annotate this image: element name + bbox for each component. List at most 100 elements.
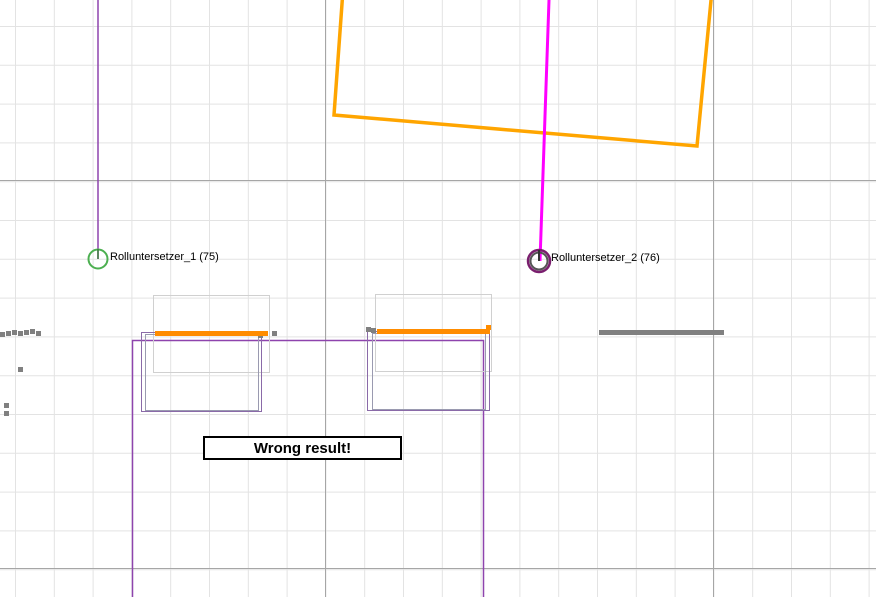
detected-point <box>219 331 224 336</box>
detected-point <box>417 329 422 334</box>
detected-point <box>433 329 438 334</box>
scan-point <box>599 330 604 335</box>
detected-point <box>381 329 386 334</box>
scan-point <box>671 330 676 335</box>
detected-point <box>195 331 200 336</box>
scan-point <box>647 330 652 335</box>
detected-point <box>449 329 454 334</box>
scan-point <box>18 331 23 336</box>
scan-point <box>643 330 648 335</box>
detected-point <box>421 329 426 334</box>
detected-point <box>155 331 160 336</box>
detected-points <box>155 325 491 336</box>
detected-point <box>469 329 474 334</box>
detected-point <box>485 329 490 334</box>
node-2-marker[interactable] <box>526 248 552 274</box>
detected-point <box>227 331 232 336</box>
detected-point <box>191 331 196 336</box>
detected-point <box>405 329 410 334</box>
scan-point <box>30 329 35 334</box>
scan-point <box>627 330 632 335</box>
scan-point <box>639 330 644 335</box>
detected-point <box>441 329 446 334</box>
detected-point <box>211 331 216 336</box>
detected-point <box>203 331 208 336</box>
detected-point <box>389 329 394 334</box>
node-1-marker[interactable] <box>87 248 109 270</box>
scan-point <box>371 328 376 333</box>
scan-point <box>615 330 620 335</box>
detected-point <box>263 331 268 336</box>
detected-point <box>401 329 406 334</box>
detected-point <box>235 331 240 336</box>
scan-point <box>687 330 692 335</box>
scan-point <box>635 330 640 335</box>
detected-point <box>159 331 164 336</box>
detected-point <box>171 331 176 336</box>
detected-point <box>465 329 470 334</box>
scan-point <box>0 332 5 337</box>
detected-point <box>473 329 478 334</box>
detected-point <box>215 331 220 336</box>
detected-point <box>183 331 188 336</box>
detected-point <box>393 329 398 334</box>
scan-point <box>679 330 684 335</box>
detected-point <box>207 331 212 336</box>
detected-point <box>175 331 180 336</box>
scan-point <box>6 331 11 336</box>
scan-point <box>703 330 708 335</box>
detected-point <box>179 331 184 336</box>
scan-point <box>603 330 608 335</box>
detected-point <box>223 331 228 336</box>
scan-point <box>366 327 371 332</box>
detected-point <box>397 329 402 334</box>
robot-frame <box>131 339 485 597</box>
detected-point <box>167 331 172 336</box>
detected-point <box>385 329 390 334</box>
scan-point <box>659 330 664 335</box>
scan-point <box>619 330 624 335</box>
detected-point <box>453 329 458 334</box>
detected-point <box>243 331 248 336</box>
node-2-label: Rolluntersetzer_2 (76) <box>551 252 660 264</box>
scan-point <box>707 330 712 335</box>
scan-point <box>715 330 720 335</box>
scan-point <box>4 403 9 408</box>
detected-point <box>425 329 430 334</box>
scan-points <box>0 327 724 416</box>
scan-point <box>12 330 17 335</box>
scan-point <box>655 330 660 335</box>
detected-point <box>187 331 192 336</box>
detected-point <box>461 329 466 334</box>
scan-point <box>719 330 724 335</box>
detected-point <box>231 331 236 336</box>
detected-point <box>437 329 442 334</box>
scan-point <box>651 330 656 335</box>
detected-point <box>429 329 434 334</box>
scan-point <box>667 330 672 335</box>
scan-point <box>711 330 716 335</box>
detected-point <box>413 329 418 334</box>
scan-point <box>36 331 41 336</box>
detected-point <box>251 331 256 336</box>
scan-point <box>18 367 23 372</box>
detected-point <box>477 329 482 334</box>
scan-point <box>611 330 616 335</box>
detected-point <box>259 331 264 336</box>
error-message-box: Wrong result! <box>203 436 402 460</box>
scan-point <box>683 330 688 335</box>
scan-point <box>675 330 680 335</box>
scan-point <box>4 411 9 416</box>
detected-point <box>409 329 414 334</box>
pointer-line-2 <box>538 0 551 262</box>
scan-point <box>663 330 668 335</box>
node-1-label: Rolluntersetzer_1 (75) <box>110 251 219 263</box>
scan-point <box>272 331 277 336</box>
detected-point <box>377 329 382 334</box>
scan-point <box>24 330 29 335</box>
detected-point <box>481 329 486 334</box>
detected-point <box>163 331 168 336</box>
detected-point <box>247 331 252 336</box>
detected-point <box>486 325 491 330</box>
